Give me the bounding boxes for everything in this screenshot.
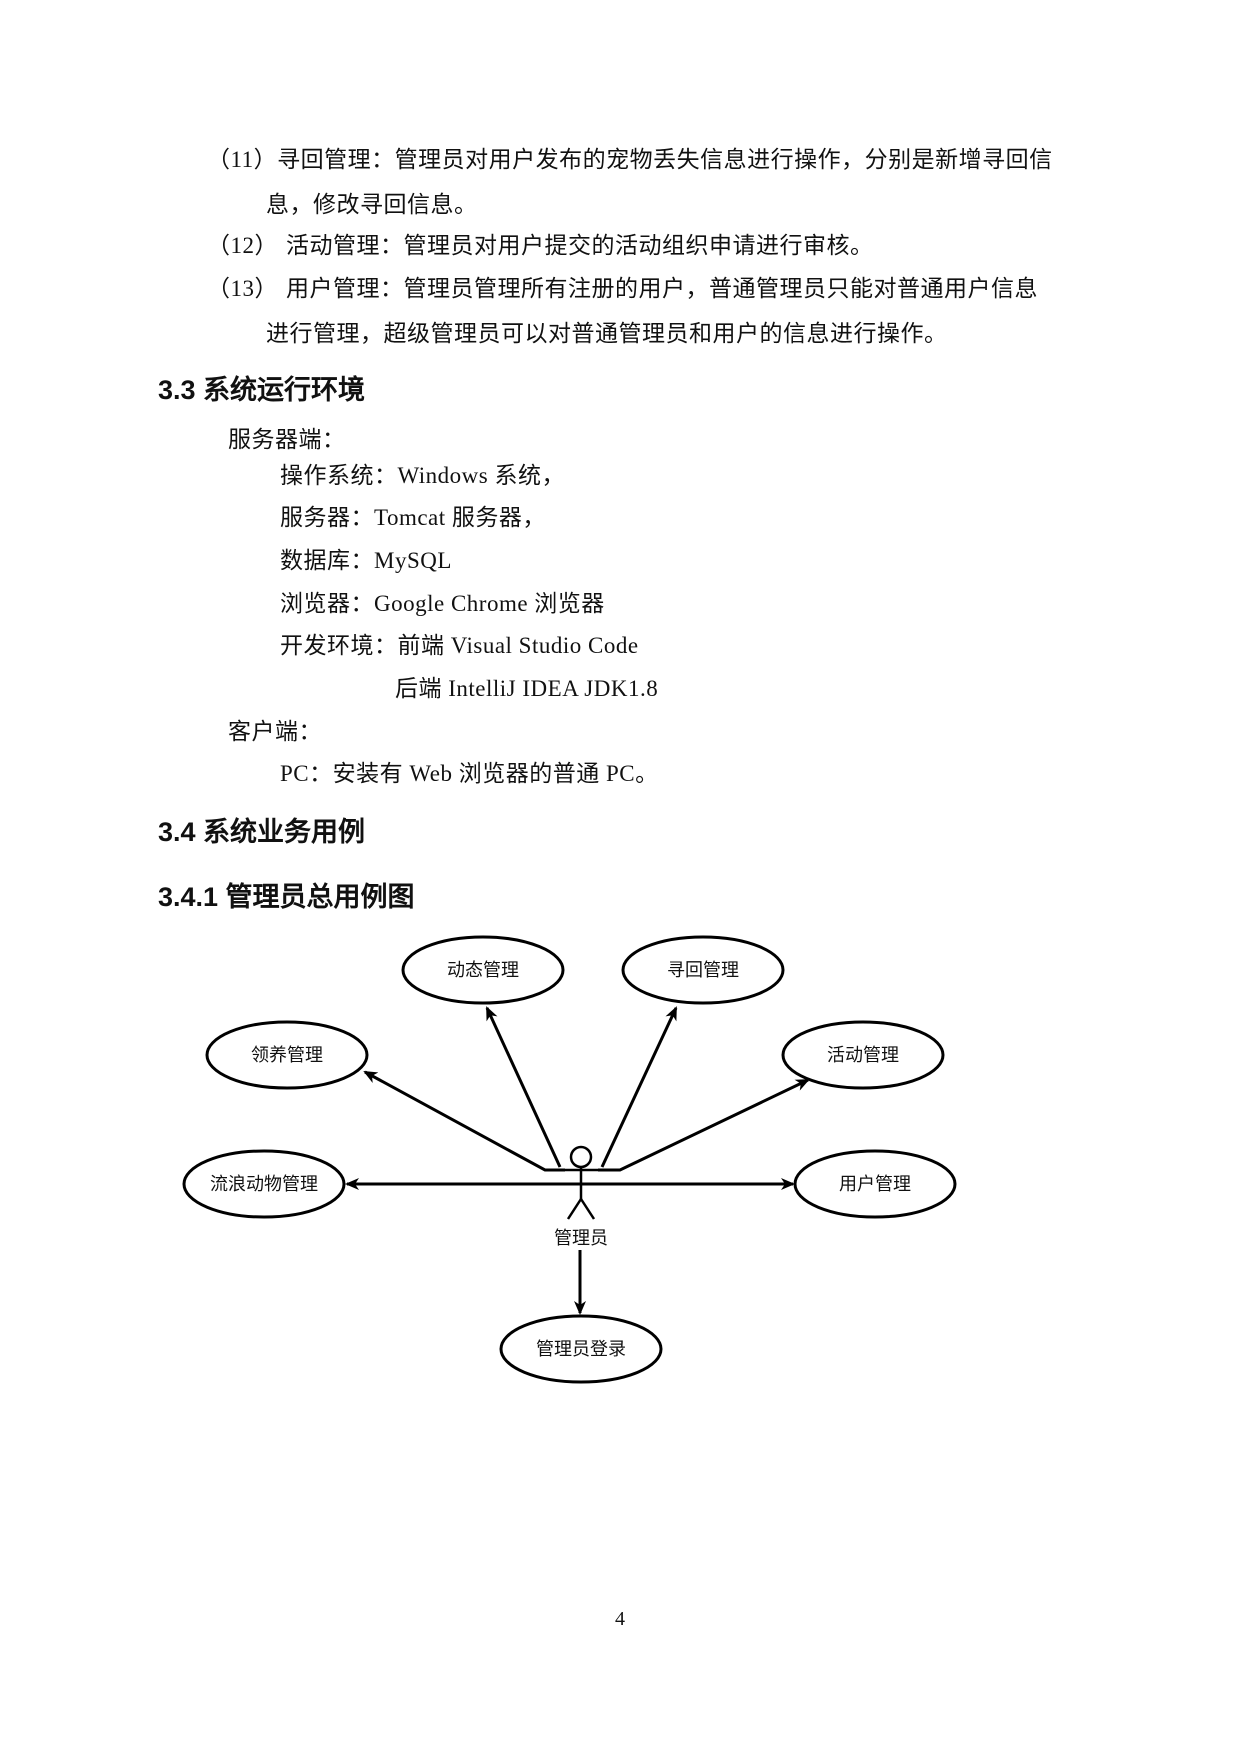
server-item-server: 服务器：Tomcat 服务器， bbox=[280, 505, 546, 530]
list-text: 寻回管理：管理员对用户发布的宠物丢失信息进行操作，分别是新增寻回信 bbox=[277, 147, 1053, 172]
server-item-devenv: 开发环境：前端 Visual Studio Code bbox=[280, 633, 639, 658]
use-case-login-label: 管理员登录 bbox=[536, 1339, 626, 1360]
list-item-11: （11）寻回管理：管理员对用户发布的宠物丢失信息进行操作，分别是新增寻回信 bbox=[207, 145, 1053, 175]
list-item-13-continuation: 进行管理，超级管理员可以对普通管理员和用户的信息进行操作。 bbox=[266, 321, 948, 346]
association-lines bbox=[345, 1006, 810, 1315]
use-case-user-label: 用户管理 bbox=[839, 1174, 911, 1195]
use-case-retrieve bbox=[621, 935, 785, 1005]
list-text: 用户管理：管理员管理所有注册的用户，普通管理员只能对普通用户信息 bbox=[286, 276, 1038, 301]
list-number: （12） bbox=[207, 233, 278, 258]
section-heading-3-3: 3.3 系统运行环境 bbox=[158, 375, 366, 405]
server-item-os: 操作系统：Windows 系统， bbox=[280, 463, 565, 488]
use-case-dynamic bbox=[401, 935, 565, 1005]
use-case-user bbox=[793, 1149, 957, 1219]
use-case-activity-label: 活动管理 bbox=[827, 1045, 899, 1066]
list-number: （13） bbox=[207, 276, 278, 301]
use-case-adopt bbox=[205, 1020, 369, 1090]
use-case-adopt-label: 领养管理 bbox=[251, 1045, 323, 1066]
use-case-activity bbox=[781, 1020, 945, 1090]
list-number: （11） bbox=[207, 147, 278, 172]
actor-icon bbox=[563, 1145, 599, 1220]
use-case-retrieve-label: 寻回管理 bbox=[667, 960, 739, 981]
list-text: 活动管理：管理员对用户提交的活动组织申请进行审核。 bbox=[286, 233, 874, 258]
use-case-login bbox=[499, 1314, 663, 1384]
use-case-stray bbox=[182, 1149, 346, 1219]
actor-label: 管理员 bbox=[554, 1228, 608, 1249]
list-item-11-continuation: 息，修改寻回信息。 bbox=[266, 192, 478, 217]
list-item-12: （12） 活动管理：管理员对用户提交的活动组织申请进行审核。 bbox=[207, 231, 874, 261]
server-item-browser: 浏览器：Google Chrome 浏览器 bbox=[280, 591, 605, 616]
server-item-db: 数据库：MySQL bbox=[280, 548, 452, 573]
server-item-devenv-backend: 后端 IntelliJ IDEA JDK1.8 bbox=[395, 676, 659, 701]
page-number: 4 bbox=[615, 1608, 625, 1630]
list-item-13: （13） 用户管理：管理员管理所有注册的用户，普通管理员只能对普通用户信息 bbox=[207, 274, 1038, 304]
server-label: 服务器端： bbox=[228, 427, 346, 452]
client-item-pc: PC：安装有 Web 浏览器的普通 PC。 bbox=[280, 761, 659, 786]
section-heading-3-4: 3.4 系统业务用例 bbox=[158, 817, 366, 847]
client-label: 客户端： bbox=[228, 719, 322, 744]
use-case-stray-label: 流浪动物管理 bbox=[210, 1174, 318, 1195]
use-case-dynamic-label: 动态管理 bbox=[447, 960, 519, 981]
section-heading-3-4-1: 3.4.1 管理员总用例图 bbox=[158, 882, 415, 912]
